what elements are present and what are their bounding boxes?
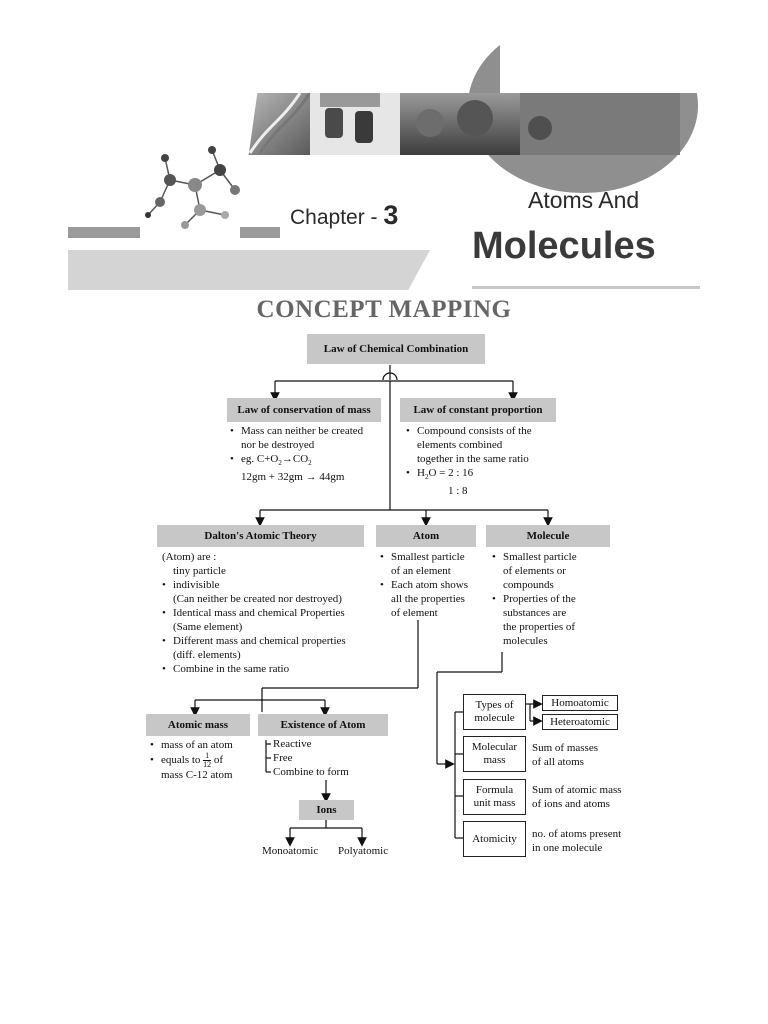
dalton-theory-box: Dalton's Atomic Theory	[157, 525, 364, 547]
molecular-mass-desc: Sum of masses of all atoms	[532, 742, 598, 768]
chapter-label: Chapter - 3	[290, 200, 399, 230]
formula-unit-mass-desc: Sum of atomic mass of ions and atoms	[532, 784, 622, 810]
existence-of-atom-box: Existence of Atom	[258, 714, 388, 736]
homoatomic-box: Homoatomic	[542, 695, 618, 711]
banner-photo-strip	[240, 93, 680, 155]
constant-proportion-box: Law of constant proportion	[400, 398, 556, 422]
ions-polyatomic: Polyatomic	[338, 845, 389, 857]
atomic-mass-box: Atomic mass	[146, 714, 250, 736]
banner-circle-mask	[500, 0, 700, 93]
atom-box: Atom	[376, 525, 476, 547]
molecule-box: Molecule	[486, 525, 610, 547]
dalton-details: (Atom) are : tiny particle indivisible (…	[162, 550, 346, 676]
banner-photos-image	[240, 93, 680, 155]
root-law-box: Law of Chemical Combination	[307, 334, 485, 364]
atom-details: Smallest particle of an element Each ato…	[380, 550, 468, 620]
ions-box: Ions	[299, 800, 354, 820]
ions-monoatomic: Monoatomic	[262, 845, 319, 857]
heteroatomic-box: Heteroatomic	[542, 714, 618, 730]
concept-mapping-heading: CONCEPT MAPPING	[256, 296, 512, 323]
conservation-law-box: Law of conservation of mass	[227, 398, 381, 422]
chapter-title-line1: Atoms And	[528, 187, 640, 213]
atomicity-box: Atomicity	[463, 821, 526, 857]
constant-proportion-details: Compound consists of the elements combin…	[406, 424, 532, 498]
header-band-bottom	[68, 250, 430, 290]
chapter-number: 3	[383, 200, 399, 230]
conservation-details: Mass can neither be created nor be destr…	[230, 424, 363, 484]
molecule-model-icon	[145, 146, 240, 229]
atomic-mass-details: mass of an atom equals to 112 of mass C-…	[150, 738, 233, 782]
molecule-details: Smallest particle of elements or compoun…	[492, 550, 577, 648]
chapter-title-line2: Molecules	[472, 225, 656, 267]
existence-details: Reactive Free Combine to form	[273, 738, 349, 778]
header-band-left	[68, 227, 140, 238]
atomicity-desc: no. of atoms present in one molecule	[532, 828, 622, 854]
header-rule-right	[472, 286, 700, 289]
header-band-mid	[240, 227, 280, 238]
